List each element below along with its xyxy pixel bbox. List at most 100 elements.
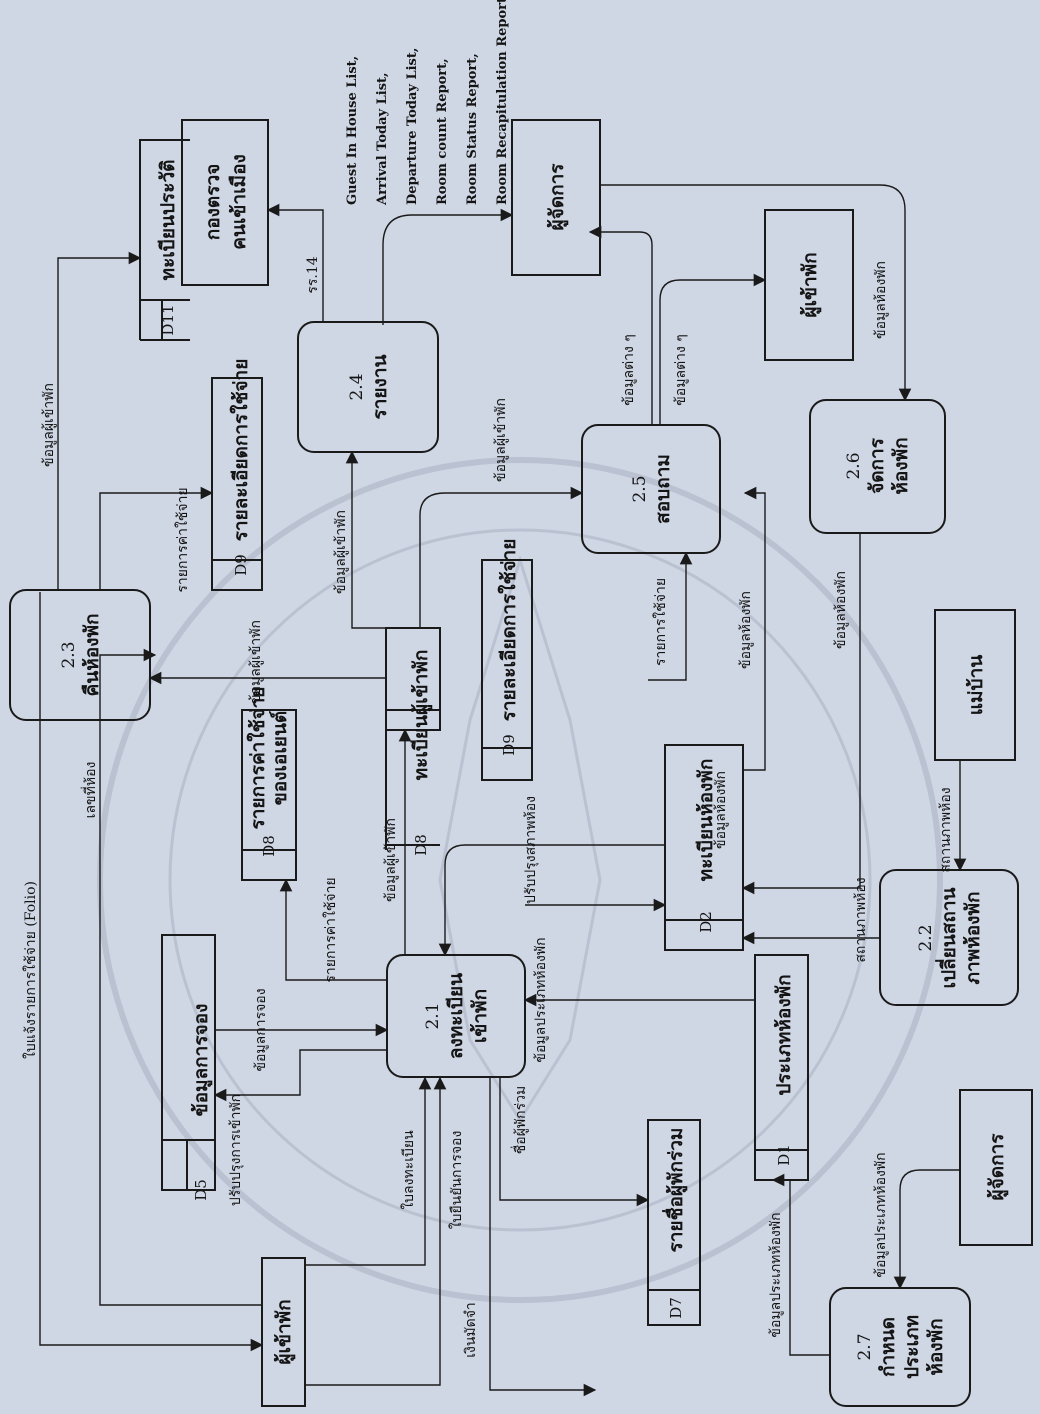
store-d11: D11 ทะเบียนประวัติ	[139, 139, 190, 341]
flow-label-text: ข้อมูลการจอง	[253, 988, 269, 1071]
flow-label-text: ชื่อผู้พักร่วม	[511, 1086, 529, 1154]
entity-name-line: ผู้จัดการ	[546, 163, 569, 231]
flow-label-text: ใบแจ้งรายการใช้จ่าย (Folio)	[22, 881, 39, 1059]
store-id: D7	[667, 1297, 685, 1319]
flow-label-text: ข้อมูลประเภทห้องพัก	[873, 1152, 889, 1277]
flow-label-text: ข้อมูลห้องพัก	[738, 591, 754, 669]
flow-label: ข้อมูลผู้เข้าพัก	[333, 510, 349, 594]
flow-label-text: ปรับปรุงการเข้าพัก	[228, 1094, 244, 1206]
flow-label: เลขที่ห้อง	[81, 762, 99, 819]
watermark-seal	[97, 457, 943, 1303]
store-name-line: ประเภทห้องพัก	[773, 974, 795, 1095]
store-id: D2	[697, 911, 715, 933]
process-name-line: คืนห้องพัก	[81, 614, 103, 697]
flow-label-text: รายการใช้จ่าย	[652, 578, 669, 666]
flow-label: เงินมัดจำ	[463, 1302, 479, 1358]
flow-label: ข้อมูลผู้เข้าพัก	[41, 383, 57, 467]
flow-label-text: ข้อมูลต่าง ๆ	[673, 334, 689, 406]
store-name-line: รายละเอียดการใช้จ่าย	[497, 539, 520, 722]
report-list-item: Room Status Report,	[465, 53, 480, 205]
entity-manager-bottom: ผู้จัดการ	[959, 1089, 1033, 1246]
entity-guest: ผู้เข้าพัก	[261, 1257, 306, 1407]
store-d7: D7 รายชื่อผู้พักร่วม	[647, 1119, 701, 1326]
flow-label-text: รายการค่าใช้จ่าย	[322, 877, 339, 982]
flow-label: ข้อมูลผู้เข้าพัก	[383, 818, 399, 902]
store-id: D9	[232, 554, 250, 576]
process-number: 2.6	[844, 452, 864, 479]
process-name-line: ห้องพัก	[890, 437, 912, 494]
report-list-text: Arrival Today List,	[375, 72, 390, 206]
flow-label-text: ใบลงทะเบียน	[400, 1130, 417, 1210]
flow-label: รายการค่าใช้จ่าย	[174, 487, 191, 592]
entity-housekeeper: แม่บ้าน	[934, 609, 1016, 761]
process-number: 2.2	[916, 924, 936, 951]
process-number: 2.5	[630, 475, 650, 502]
store-name-line: รายชื่อผู้พักร่วม	[662, 1128, 688, 1253]
process-name-line: จัดการ	[866, 437, 888, 494]
flow-label: ข้อมูลผู้เข้าพัก	[248, 620, 264, 704]
store-d5: D5ข้อมูลการจอง	[161, 934, 216, 1201]
flow-label: ข้อมูลประเภทห้องพัก	[768, 1212, 784, 1337]
process-name-line: สอบถาม	[652, 454, 674, 524]
entity-name-line: ผู้เข้าพัก	[273, 1299, 296, 1364]
store-id: D8	[260, 835, 278, 857]
store-name-line: รายการค่าใช้จ่าย	[246, 687, 269, 830]
flow-label-text: สถานภาพห้อง	[938, 787, 954, 872]
report-list-text: Room Status Report,	[465, 53, 480, 205]
flow-label-text: รร.14	[305, 256, 321, 293]
store-name-line: ของเอเยนต์	[269, 711, 291, 806]
entity-name-line: กองตรวจ	[202, 164, 224, 241]
flow-label: ข้อมูลประเภทห้องพัก	[873, 1152, 889, 1277]
flow-label-text: ข้อมูลห้องพัก	[873, 261, 889, 339]
report-list: Guest In House List, Arrival Today List, D…	[345, 0, 510, 206]
flow-label-text: เงินมัดจำ	[463, 1302, 479, 1358]
flow-label-text: ข้อมูลห้องพัก	[713, 771, 729, 849]
flow-label-text: ข้อมูลผู้เข้าพัก	[248, 620, 264, 704]
process-name-line: เข้าพัก	[469, 989, 491, 1043]
process-name-line: ลงทะเบียน	[445, 973, 467, 1059]
flow-label: ชื่อผู้พักร่วม	[511, 1086, 529, 1154]
store-name-line: ทะเบียนผู้เข้าพัก	[410, 650, 433, 781]
flow-label-text: ใบยืนยันการจอง	[448, 1131, 465, 1230]
report-list-text: Room Recapitulation Report	[495, 0, 510, 205]
store-id: D5	[192, 1179, 210, 1201]
entity-immigration: กองตรวจคนเข้าเมือง	[181, 119, 269, 286]
process-number: 2.4	[347, 373, 367, 400]
flow-label: ข้อมูลห้องพัก	[833, 571, 849, 649]
flow-label-text: ข้อมูลต่าง ๆ	[621, 334, 637, 406]
entity-name-line: ผู้จัดการ	[986, 1133, 1009, 1201]
flow-label: ข้อมูลห้องพัก	[738, 591, 754, 669]
report-list-item: Guest In House List,	[345, 56, 360, 205]
flow-label-text: ข้อมูลห้องพัก	[833, 571, 849, 649]
flow-label: ข้อมูลต่าง ๆ	[673, 334, 689, 406]
flow-label-text: ปรับปรุงสภาพห้อง	[523, 796, 539, 904]
store-name-line: ทะเบียนประวัติ	[157, 160, 179, 281]
entity-guest-right: ผู้เข้าพัก	[764, 209, 854, 361]
process-name-line: รายงาน	[369, 355, 391, 420]
flow-label-text: สถานภาพห้อง	[853, 877, 869, 962]
process-number: 2.3	[59, 641, 79, 668]
flow-label-text: ข้อมูลผู้เข้าพัก	[493, 398, 509, 482]
flow-label-text: ข้อมูลผู้เข้าพัก	[383, 818, 399, 902]
report-list-item: Departure Today List,	[405, 48, 420, 205]
flow-label: ข้อมูลห้องพัก	[873, 261, 889, 339]
flow-label-text: รายการค่าใช้จ่าย	[174, 487, 191, 592]
store-d8-agent: D8 รายการค่าใช้จ่ายของเอเยนต์	[241, 687, 297, 881]
entity-name-line: แม่บ้าน	[965, 655, 987, 716]
process-name-line: กำหนด	[877, 1317, 899, 1377]
store-id: D11	[159, 304, 177, 335]
report-list-item: Arrival Today List,	[375, 72, 390, 206]
report-list-text: Departure Today List,	[405, 48, 420, 205]
